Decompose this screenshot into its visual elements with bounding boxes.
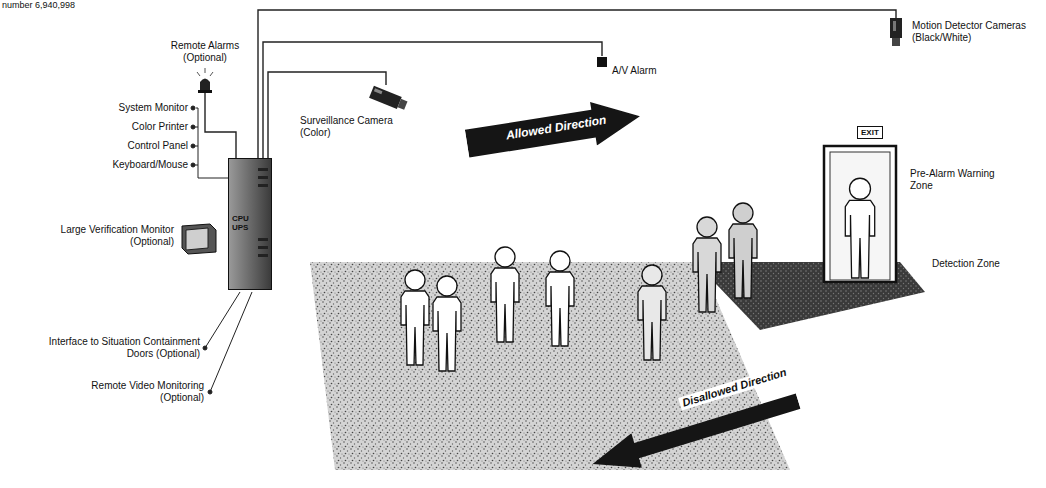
leader-line — [193, 127, 198, 128]
person-body — [845, 200, 874, 278]
signal-wire — [205, 93, 236, 158]
person-figure — [693, 217, 721, 312]
node-label: CPU UPS — [232, 214, 254, 232]
person-head — [697, 217, 717, 237]
person-figure — [546, 251, 574, 346]
person-head — [850, 178, 871, 199]
remote-alarm-graphic — [195, 67, 215, 93]
disallowed-direction-arrow: Disallowed Direction — [582, 365, 804, 481]
callout-label: Color Printer — [60, 121, 188, 133]
person-body — [401, 291, 429, 365]
leader-line — [193, 165, 198, 166]
person-body — [638, 286, 666, 360]
person-head — [550, 251, 570, 271]
exit-sign: EXIT — [857, 126, 883, 139]
person-figure — [401, 270, 429, 365]
allowed-direction-arrow: Allowed Direction — [464, 95, 644, 166]
person-body — [546, 272, 574, 346]
leader-line — [193, 146, 198, 147]
leader-line — [210, 292, 252, 392]
remote-alarm: Remote Alarms (Optional) — [165, 40, 245, 93]
person-figure — [729, 203, 757, 298]
node-label: EXIT — [861, 128, 879, 137]
person-body — [693, 238, 721, 312]
person-body — [491, 268, 519, 342]
surveillance-camera-graphic — [366, 85, 410, 113]
node-label: Remote Alarms (Optional) — [165, 40, 245, 63]
people — [401, 178, 875, 371]
person-figure — [845, 178, 874, 278]
patent-number: number 6,940,998 — [2, 0, 112, 10]
callout-label: Remote Video Monitoring (Optional) — [60, 380, 204, 403]
av-alarm: A/V Alarm — [596, 56, 676, 77]
floor-stipple — [310, 262, 790, 470]
floor — [310, 262, 790, 470]
motion-detector-camera-icon — [888, 18, 904, 50]
node-label: A/V Alarm — [612, 65, 676, 77]
callout-label: Detection Zone — [932, 258, 1022, 270]
person-head — [405, 270, 425, 290]
exit-door-frame — [824, 146, 896, 282]
av-alarm-icon — [596, 56, 608, 68]
motion-detector-camera: Motion Detector Cameras (Black/White) — [888, 18, 1038, 43]
person-head — [495, 247, 515, 267]
person-head — [437, 276, 457, 296]
surveillance-camera-icon — [366, 85, 410, 113]
leader-line — [205, 292, 240, 348]
leader-line — [196, 108, 228, 178]
person-figure — [491, 247, 519, 342]
callout-label: Pre-Alarm Warning Zone — [910, 168, 1005, 191]
person-body — [433, 297, 461, 371]
node-label: Large Verification Monitor (Optional) — [30, 224, 174, 247]
callout-label: System Monitor — [60, 102, 188, 114]
exit-door — [830, 152, 890, 280]
person-body — [729, 224, 757, 298]
remote-alarm-icon — [195, 67, 215, 93]
verification-monitor-icon — [180, 222, 220, 256]
cpu-ups-tower: CPU UPS — [228, 158, 272, 290]
callout-label: Keyboard/Mouse — [60, 159, 188, 171]
av-alarm-graphic — [596, 56, 608, 68]
callout-label: Interface to Situation Containment Doors… — [20, 336, 200, 359]
node-label: Motion Detector Cameras (Black/White) — [912, 20, 1036, 43]
surveillance-camera: Surveillance Camera (Color) — [300, 85, 420, 138]
node-label: Surveillance Camera (Color) — [300, 115, 420, 138]
person-head — [733, 203, 753, 223]
motion-detector-camera-graphic — [888, 18, 904, 50]
callout-label: Control Panel — [60, 140, 188, 152]
verification-monitor-graphic — [180, 222, 220, 256]
leader-dot — [191, 106, 195, 110]
verification-monitor: Large Verification Monitor (Optional) — [30, 222, 220, 256]
person-head — [642, 265, 662, 285]
person-figure — [433, 276, 461, 371]
person-figure — [638, 265, 666, 360]
